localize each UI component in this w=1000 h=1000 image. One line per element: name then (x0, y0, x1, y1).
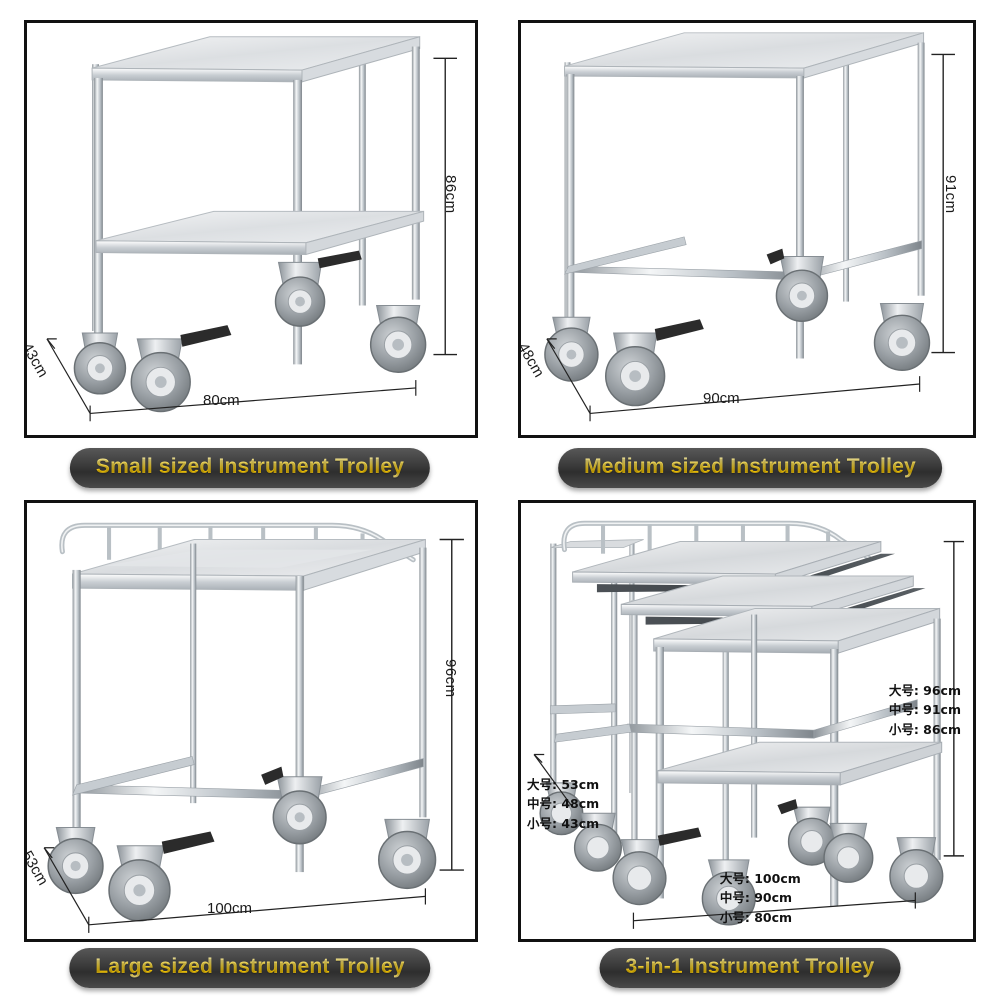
dim-width-large: 100cm (207, 900, 253, 917)
product-image-medium: 91cm 90cm 48cm (521, 23, 973, 435)
spec-depth-large: 大号: 53cm (527, 776, 600, 792)
spec-height-medium: 中号: 91cm (888, 702, 961, 718)
spec-depth-medium: 中号: 48cm (527, 796, 600, 812)
panel-frame-three-in-one: 大号: 96cm 中号: 91cm 小号: 86cm 大号: 53cm 中号: … (518, 500, 976, 942)
spec-depth-small: 小号: 43cm (527, 815, 600, 831)
dim-width-medium: 90cm (703, 390, 740, 407)
spec-width-medium: 中号: 90cm (719, 890, 793, 906)
caption-label-medium: Medium sized Instrument Trolley (584, 455, 916, 478)
dim-width-small: 80cm (203, 392, 240, 409)
dim-height-small: 86cm (442, 175, 459, 214)
spec-width-large: 大号: 100cm (719, 870, 801, 886)
caption-label-large: Large sized Instrument Trolley (95, 955, 405, 978)
spec-depth-three-in-one: 大号: 53cm 中号: 48cm 小号: 43cm (527, 775, 599, 833)
panel-frame-large: 96cm 100cm 53cm (24, 500, 478, 942)
caption-label-small: Small sized Instrument Trolley (95, 455, 405, 478)
spec-width-small: 小号: 80cm (719, 909, 793, 925)
caption-small: Small sized Instrument Trolley (69, 448, 431, 488)
dim-height-large: 96cm (442, 659, 459, 698)
product-image-large: 96cm 100cm 53cm (27, 503, 475, 939)
panel-small: 86cm 80cm 43cm Small sized Instrument Tr… (0, 0, 500, 500)
product-image-small: 86cm 80cm 43cm (27, 23, 475, 435)
panel-large: 96cm 100cm 53cm Large sized Instrument T… (0, 500, 500, 1000)
spec-height-small: 小号: 86cm (888, 721, 961, 737)
caption-medium: Medium sized Instrument Trolley (558, 448, 942, 488)
dim-height-medium: 91cm (942, 175, 959, 214)
product-image-three-in-one: 大号: 96cm 中号: 91cm 小号: 86cm 大号: 53cm 中号: … (521, 503, 973, 939)
caption-large: Large sized Instrument Trolley (69, 948, 431, 988)
spec-height-three-in-one: 大号: 96cm 中号: 91cm 小号: 86cm (889, 681, 961, 739)
spec-height-large: 大号: 96cm (888, 683, 961, 698)
panel-medium: 91cm 90cm 48cm Medium sized Instrument T… (500, 0, 1000, 500)
spec-width-three-in-one: 大号: 100cm 中号: 90cm 小号: 80cm (720, 869, 801, 927)
panel-frame-medium: 91cm 90cm 48cm (518, 20, 976, 438)
panel-three-in-one: 大号: 96cm 中号: 91cm 小号: 86cm 大号: 53cm 中号: … (500, 500, 1000, 1000)
caption-label-three-in-one: 3-in-1 Instrument Trolley (625, 955, 875, 978)
panel-frame-small: 86cm 80cm 43cm (24, 20, 478, 438)
caption-three-in-one: 3-in-1 Instrument Trolley (599, 948, 901, 988)
